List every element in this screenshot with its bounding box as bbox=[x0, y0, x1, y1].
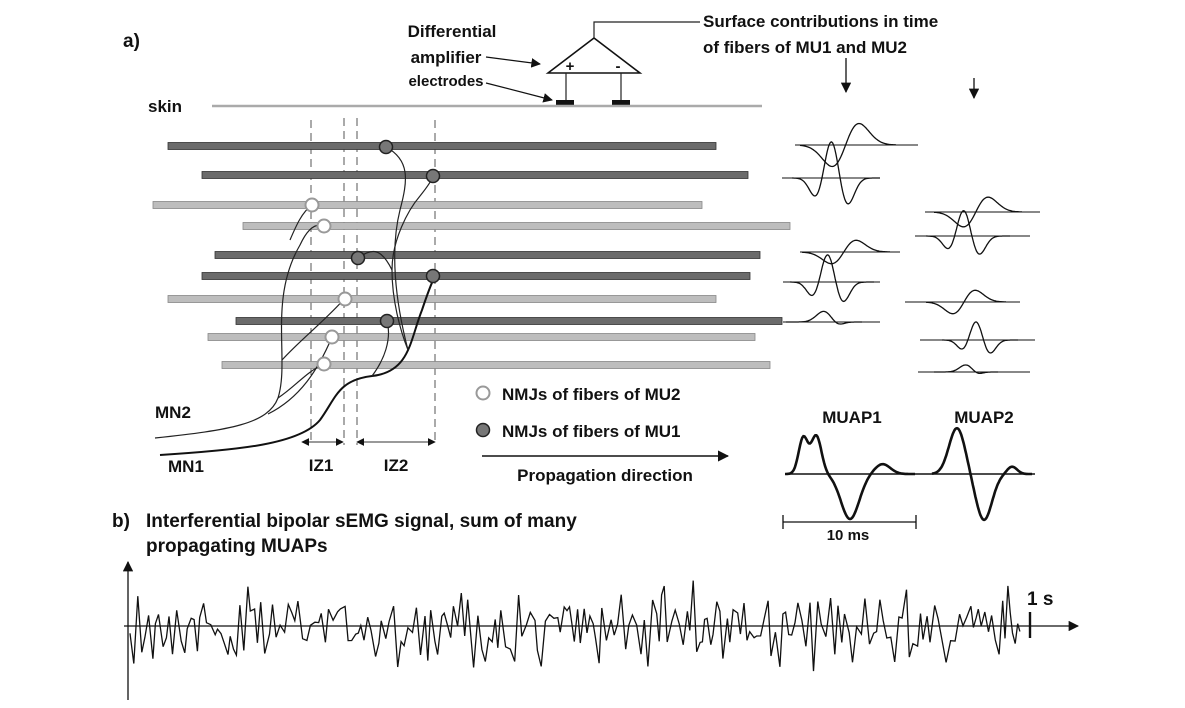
neuromuscular-junctions bbox=[304, 139, 441, 372]
nmj-mu1-dot bbox=[425, 268, 441, 284]
nmj-mu1-dot bbox=[350, 250, 366, 266]
mn1-branch-b bbox=[391, 175, 434, 351]
mn2-branch-c bbox=[267, 336, 333, 415]
surface-waveform bbox=[792, 141, 880, 205]
legend-mu2-label: NMJs of fibers of MU2 bbox=[502, 385, 681, 404]
surface-waveform bbox=[925, 289, 1006, 315]
mn1-label: MN1 bbox=[168, 457, 204, 476]
nmj-mu2-dot bbox=[337, 291, 353, 307]
panel-b-title-line2: propagating MUAPs bbox=[146, 536, 328, 557]
surface-waveform bbox=[799, 122, 897, 168]
skin-label: skin bbox=[148, 97, 182, 116]
surface-title-line2: of fibers of MU1 and MU2 bbox=[703, 38, 907, 57]
fiber-mu1 bbox=[201, 272, 751, 280]
surface-waveform bbox=[801, 239, 890, 265]
fiber-mu2 bbox=[207, 333, 756, 341]
mn1-main bbox=[159, 275, 436, 456]
legend-mu1-dot-icon bbox=[475, 422, 491, 438]
muap2-label: MUAP2 bbox=[954, 408, 1014, 427]
surface-contribution-waveforms bbox=[782, 122, 1040, 522]
surface-waveform bbox=[934, 364, 998, 375]
electrode-plus bbox=[556, 100, 574, 107]
propagation-label: Propagation direction bbox=[517, 466, 693, 485]
electrodes-label: electrodes bbox=[408, 73, 483, 90]
muap1-waveform bbox=[785, 434, 915, 521]
nmj-mu2-dot bbox=[316, 218, 332, 234]
innervation-zone-brackets: IZ1 IZ2 bbox=[301, 438, 436, 475]
iz1-label: IZ1 bbox=[309, 456, 334, 475]
innervation-zone-lines bbox=[310, 118, 436, 445]
amplifier-title-line1: Differential bbox=[408, 22, 497, 41]
surface-waveform bbox=[790, 254, 874, 303]
motor-neuron-branches: MN2 MN1 bbox=[154, 146, 436, 476]
legend: NMJs of fibers of MU2 NMJs of fibers of … bbox=[475, 385, 730, 485]
amplifier-plus: + bbox=[566, 58, 575, 75]
iz2-label: IZ2 bbox=[384, 456, 409, 475]
legend-mu2-dot-icon bbox=[475, 385, 491, 401]
panel-a-label: a) bbox=[123, 31, 140, 52]
scale-bar-label: 10 ms bbox=[827, 527, 870, 544]
electrode-minus bbox=[612, 100, 630, 107]
fiber-mu2 bbox=[167, 295, 717, 303]
surface-title-line1: Surface contributions in time bbox=[703, 12, 938, 31]
nmj-mu2-dot bbox=[324, 329, 340, 345]
fiber-mu2 bbox=[152, 201, 703, 209]
mn1-branch-d bbox=[385, 146, 409, 351]
fiber-mu2 bbox=[221, 361, 771, 369]
amplifier-pointer-arrow bbox=[485, 56, 541, 68]
fiber-mu1 bbox=[201, 171, 749, 179]
muap1-label: MUAP1 bbox=[822, 408, 882, 427]
amplifier-triangle-icon bbox=[545, 36, 643, 74]
nmj-mu1-dot bbox=[378, 139, 394, 155]
amplifier-title-line2: amplifier bbox=[411, 48, 482, 67]
mn2-label: MN2 bbox=[155, 403, 191, 422]
nmj-mu2-dot bbox=[304, 197, 320, 213]
mn2-branch-a bbox=[154, 224, 325, 439]
nmj-mu1-dot bbox=[425, 168, 441, 184]
panel-b-title-line1: Interferential bipolar sEMG signal, sum … bbox=[146, 511, 577, 532]
nmj-mu2-dot bbox=[316, 356, 332, 372]
amplifier-output-wire bbox=[593, 21, 700, 38]
one-second-label: 1 s bbox=[1027, 589, 1053, 610]
fiber-mu1 bbox=[235, 317, 783, 325]
surface-waveform bbox=[926, 209, 1010, 255]
muap2-waveform bbox=[931, 426, 1032, 522]
fiber-mu1 bbox=[214, 251, 761, 259]
fiber-mu2 bbox=[242, 222, 791, 230]
surface-waveform bbox=[786, 310, 862, 325]
legend-mu1-label: NMJs of fibers of MU1 bbox=[502, 422, 681, 441]
differential-amplifier: Differential amplifier electrodes + - bbox=[408, 21, 700, 107]
semg-signal-trace bbox=[129, 580, 1021, 672]
fiber-mu1 bbox=[167, 142, 717, 150]
surface-waveform bbox=[934, 196, 1022, 228]
muscle-fibers bbox=[152, 142, 791, 369]
mn2-branch-e bbox=[281, 297, 346, 361]
mn2-branch-b bbox=[277, 363, 325, 399]
nmj-mu1-dot bbox=[379, 313, 395, 329]
electrodes-pointer-arrow bbox=[485, 82, 553, 103]
amplifier-minus: - bbox=[616, 58, 621, 75]
panel-b-label: b) bbox=[112, 511, 130, 532]
time-scale-bar: 10 ms bbox=[782, 515, 917, 544]
surface-waveform bbox=[942, 321, 1018, 354]
